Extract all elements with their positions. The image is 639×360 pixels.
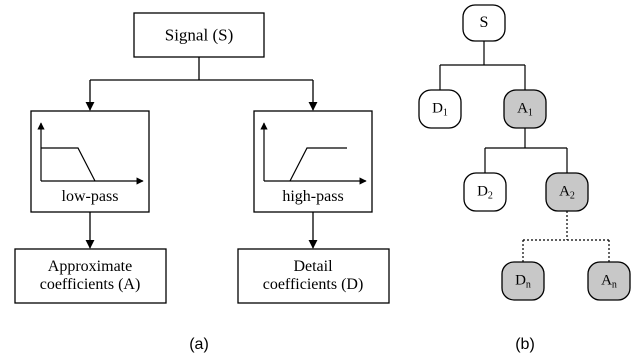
signal-label: Signal (S): [164, 25, 234, 45]
node-d1: [418, 89, 462, 129]
node-a2: [545, 172, 589, 212]
lowpass-label: low-pass: [61, 188, 119, 205]
node-dn-sub: n: [525, 279, 531, 291]
detail-coeff-box: [237, 248, 390, 304]
node-a1-base: A: [517, 100, 528, 117]
node-an-label: An: [601, 272, 617, 291]
highpass-response-curve: [289, 147, 347, 182]
node-d2: [463, 172, 507, 212]
node-s-label: S: [479, 14, 489, 31]
node-dn-base: D: [515, 272, 526, 289]
node-a1-sub: 1: [527, 107, 533, 119]
node-d2-base: D: [477, 183, 488, 200]
detail-line1: Detail: [293, 258, 333, 275]
node-s: [462, 4, 506, 42]
highpass-label: high-pass: [282, 188, 344, 205]
detail-coeff-label: Detail coefficients (D): [263, 258, 364, 294]
node-d2-label: D2: [477, 183, 493, 202]
caption-b: (b): [515, 336, 535, 353]
node-d1-base: D: [432, 100, 443, 117]
detail-line2: coefficients (D): [262, 276, 364, 293]
node-an-sub: n: [611, 279, 617, 291]
signal-box: [133, 12, 265, 58]
lowpass-response-curve: [41, 147, 96, 182]
approx-coeff-box: [14, 248, 167, 304]
node-a2-sub: 2: [569, 190, 575, 202]
approx-line2: coefficients (A): [39, 276, 141, 293]
node-d1-label: D1: [432, 100, 448, 119]
highpass-filter-box: [253, 110, 373, 213]
node-a2-base: A: [559, 183, 570, 200]
approx-coeff-label: Approximate coefficients (A): [40, 258, 141, 294]
caption-a: (a): [189, 336, 209, 353]
node-d2-sub: 2: [487, 190, 493, 202]
node-dn-label: Dn: [515, 272, 531, 291]
node-a2-label: A2: [559, 183, 575, 202]
approx-line1: Approximate: [47, 258, 133, 275]
node-d1-sub: 1: [442, 107, 448, 119]
node-dn: [501, 261, 545, 301]
node-a1-label: A1: [517, 100, 533, 119]
node-a1: [503, 89, 547, 129]
node-an: [587, 261, 631, 301]
node-an-base: A: [601, 272, 612, 289]
